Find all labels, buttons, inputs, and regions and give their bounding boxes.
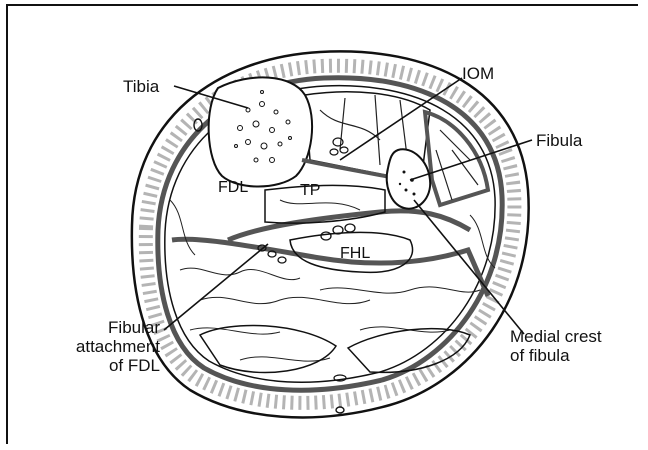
fibular-attachment-line-3: of FDL: [52, 356, 160, 375]
iom-label: IOM: [462, 64, 494, 83]
medial-crest-label: Medial crest of fibula: [510, 327, 602, 365]
fibular-attachment-line-1: Fibular: [52, 318, 160, 337]
fibula-label: Fibula: [536, 131, 582, 150]
medial-crest-line-1: Medial crest: [510, 327, 602, 346]
tibia-label: Tibia: [123, 77, 159, 96]
fhl-label: FHL: [340, 244, 370, 263]
medial-crest-line-2: of fibula: [510, 346, 602, 365]
fdl-label: FDL: [218, 178, 248, 197]
fibular-attachment-line-2: attachment: [52, 337, 160, 356]
fibular-attachment-label: Fibular attachment of FDL: [52, 318, 160, 375]
tp-label: TP: [300, 181, 320, 200]
tibia-bone: [209, 77, 312, 186]
